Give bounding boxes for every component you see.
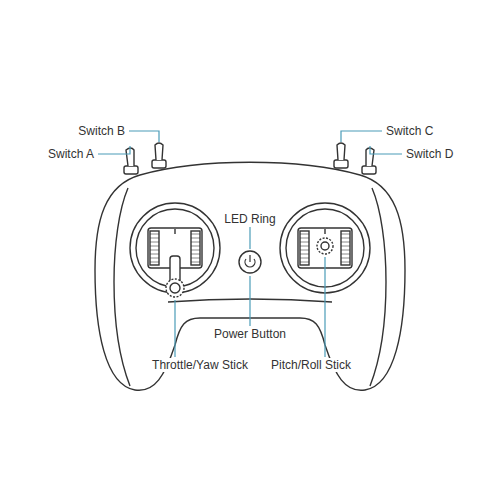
callout-label: Pitch/Roll Stick xyxy=(270,358,352,372)
callout-label: LED Ring xyxy=(223,212,276,226)
leader-line xyxy=(370,146,402,154)
grip-line xyxy=(114,188,130,386)
callout-label: Switch B xyxy=(77,124,126,138)
callout-label: Power Button xyxy=(213,327,287,341)
controller-body xyxy=(95,143,405,390)
leader-line xyxy=(249,276,250,326)
leader-line xyxy=(324,257,325,357)
leader-lines xyxy=(98,131,402,357)
leader-line xyxy=(249,227,250,249)
leader-line xyxy=(341,131,382,142)
power-button xyxy=(239,251,261,273)
grip-line xyxy=(370,188,386,386)
throttle-stick xyxy=(166,256,184,297)
callout-label: Throttle/Yaw Stick xyxy=(151,358,249,372)
housing-outline xyxy=(95,162,405,390)
leader-line xyxy=(98,146,130,154)
callout-label: Switch D xyxy=(405,147,454,161)
leader-line xyxy=(174,300,175,357)
callout-label: Switch C xyxy=(385,124,434,138)
pitch-roll-stick xyxy=(317,238,333,254)
leader-line xyxy=(129,131,159,142)
callout-label: Switch A xyxy=(47,147,95,161)
